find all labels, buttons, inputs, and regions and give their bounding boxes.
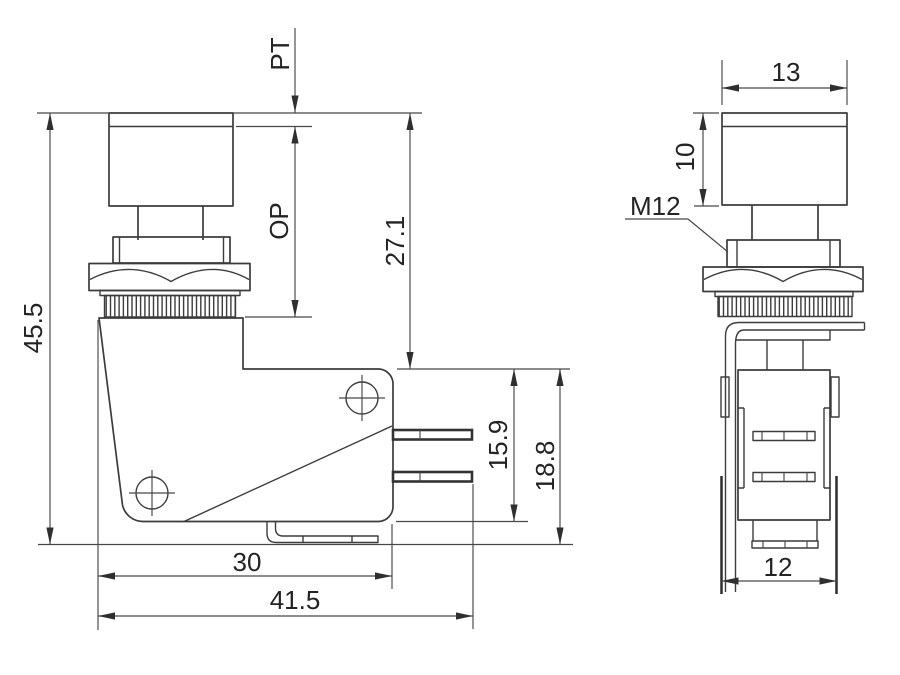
terminal-slots	[752, 430, 816, 483]
dim-label-operating-travel: OP	[264, 202, 294, 240]
knurled-ring-side	[717, 295, 853, 318]
mounting-bracket-front	[266, 522, 379, 544]
dim-label-pretravel: PT	[265, 37, 295, 70]
side-clip-left	[720, 376, 730, 418]
dim-label-overall-height: 45.5	[18, 303, 48, 354]
button-stem	[137, 206, 204, 240]
threaded-collar-side	[726, 239, 841, 268]
mounting-hole-bottom	[129, 470, 175, 516]
dim-label-button-width: 13	[772, 57, 801, 87]
front-view	[88, 112, 474, 544]
button-cap-side	[721, 112, 848, 206]
lever-blade	[183, 425, 393, 523]
thread-spec-label: M12	[630, 191, 681, 221]
terminal-pins	[391, 428, 474, 483]
front-view-dimensions: PT OP 27.1 45.5 15.9 18.8 30 41.5	[18, 28, 573, 630]
mounting-hole-top	[339, 375, 385, 421]
actuator-block	[751, 520, 819, 549]
dim-label-case-depth: 12	[764, 552, 793, 582]
switch-case-side	[720, 369, 840, 549]
switch-case	[98, 317, 394, 523]
plunger-housing	[766, 340, 804, 370]
button-stem-side	[751, 205, 819, 240]
dim-label-cap-to-step: 27.1	[380, 216, 410, 267]
hex-nut-side	[702, 266, 864, 293]
button-cap	[108, 112, 234, 207]
dim-label-case-width: 30	[233, 547, 262, 577]
threaded-collar	[112, 236, 231, 264]
dim-label-button-height: 10	[670, 143, 700, 172]
side-view	[702, 112, 866, 592]
extension-lines-button-width	[721, 60, 848, 105]
dim-label-overall-width: 41.5	[270, 585, 321, 615]
dim-label-case-height: 15.9	[483, 420, 513, 471]
hex-nut	[88, 262, 251, 292]
side-view-dimensions: 13 10 M12 12	[625, 57, 848, 594]
thread-leader-line	[625, 218, 729, 253]
mounting-bracket-side	[724, 321, 866, 592]
dim-label-case-height-bracket: 18.8	[530, 441, 560, 492]
side-clip-right	[830, 376, 840, 418]
knurled-ring	[103, 294, 237, 318]
